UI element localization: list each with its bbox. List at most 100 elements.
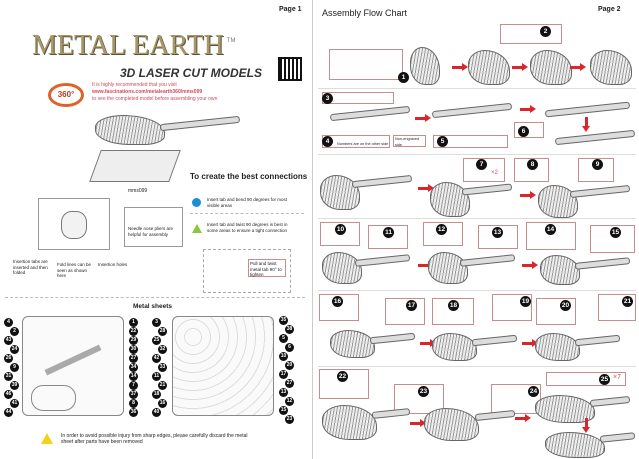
step-number-badge: 23 [418,386,429,397]
step-5-parts [433,135,508,148]
skeleton [535,333,580,361]
step-17-parts [385,298,425,325]
skeleton [545,432,605,458]
row-divider [318,154,636,155]
spine [471,334,518,347]
triangle-icon [192,224,202,233]
model-tail [159,115,241,132]
pliers-note: Needle nose pliers are helpful for assem… [128,226,174,237]
part-number-badge: 36 [129,408,138,417]
sheets-title: Metal sheets [133,303,173,310]
skull [530,50,572,85]
circle-icon [192,198,201,207]
visit-line: It is highly recommended that you visit [92,82,177,88]
part-number-badge: 11 [152,372,161,381]
callout-holes: Insertion holes [98,262,128,267]
part-number-badge: 6 [285,343,294,352]
tip-circle: Insert tab and bend 90 degrees for most … [207,197,288,208]
part-number-badge: 2 [10,327,19,336]
step-number-badge: 25 [599,374,610,385]
skull-with-spine [540,255,580,285]
step-number-badge: 5 [437,136,448,147]
part-number-badge: 9 [10,363,19,372]
step-number-badge: 2 [540,26,551,37]
part-number-badge: 37 [129,390,138,399]
arrow-icon [418,184,434,192]
skeleton [330,330,375,358]
part-number-badge: 3 [152,318,161,327]
step-2-parts [500,24,562,44]
step-number-badge: 13 [492,227,503,238]
part-number-badge: 12 [285,397,294,406]
step-16-parts [319,294,359,321]
skull [468,50,510,85]
spine [474,409,516,422]
part-number-badge: 18 [152,390,161,399]
part-number-badge: 25 [152,336,161,345]
step-number-badge: 10 [335,224,346,235]
spine-assembled [544,101,631,118]
down-arrow-icon [582,117,590,132]
arrow-icon [522,261,538,269]
model-image [95,115,165,145]
arrow-icon [512,63,528,71]
step-number-badge: 6 [518,126,529,137]
step-number-badge: 19 [520,296,531,307]
flow-chart-title: Assembly Flow Chart [322,8,408,18]
skull [590,50,632,85]
part-number-badge: 15 [279,406,288,415]
part-number-badge: 33 [158,363,167,372]
part-number-badge: 8 [129,399,138,408]
row-divider [318,366,636,367]
spine [599,432,636,443]
row-divider [318,88,636,89]
step-number-badge: 16 [332,296,343,307]
step-22-parts [319,369,369,399]
skeleton [322,405,377,440]
part-number-badge: 30 [129,345,138,354]
step-number-badge: 9 [592,159,603,170]
tagline: 3D LASER CUT MODELS [120,66,263,80]
part-number-badge: 4 [4,318,13,327]
spine-part [329,105,411,122]
skull-with-spine [428,252,468,284]
spine [589,395,631,408]
spine [574,257,631,270]
multiplier-25: ×7 [613,374,621,381]
warning-text: In order to avoid possible injury from s… [61,433,248,445]
step-number-badge: 14 [545,224,556,235]
skull [410,47,440,85]
step-number-badge: 15 [610,227,621,238]
part-number-badge: 16 [158,399,167,408]
metal-sheet-2 [172,316,274,416]
part-number-badge: 31 [4,372,13,381]
part-number-badge: 44 [4,408,13,417]
part-number-badge: 29 [129,336,138,345]
visit-url[interactable]: www.fascinations.com/metalearth360/mms09… [92,89,203,95]
warning-icon [41,433,53,444]
visit-line: to see the completed model before assemb… [92,96,218,102]
callout-fold: Fold lines can be seen as shown here [57,262,92,278]
model-base [89,150,181,182]
part-number-badge: 38 [285,325,294,334]
spine-assembled [431,102,513,119]
step-4-parts: Numbers are on the other side [322,135,390,148]
step-number-badge: 4 [322,136,333,147]
pliers-box: Needle nose pliers are helpful for assem… [124,207,183,247]
twist-note: Pull and twist metal tab 90° to tighten [248,259,286,277]
arrow-icon [452,63,468,71]
skull-with-spine [430,182,470,217]
model-code: mms099 [128,188,148,194]
qr-code[interactable] [278,57,302,81]
part-number-badge: 40 [152,408,161,417]
part-number-badge: 39 [10,381,19,390]
part-number-badge: 17 [279,370,288,379]
360-view-icon: 360° [48,83,84,107]
part-number-badge: 24 [10,345,19,354]
part-number-badge: 28 [158,327,167,336]
part-number-badge: 27 [285,379,294,388]
skull-with-spine [322,252,362,284]
part-number-badge: 41 [10,399,19,408]
